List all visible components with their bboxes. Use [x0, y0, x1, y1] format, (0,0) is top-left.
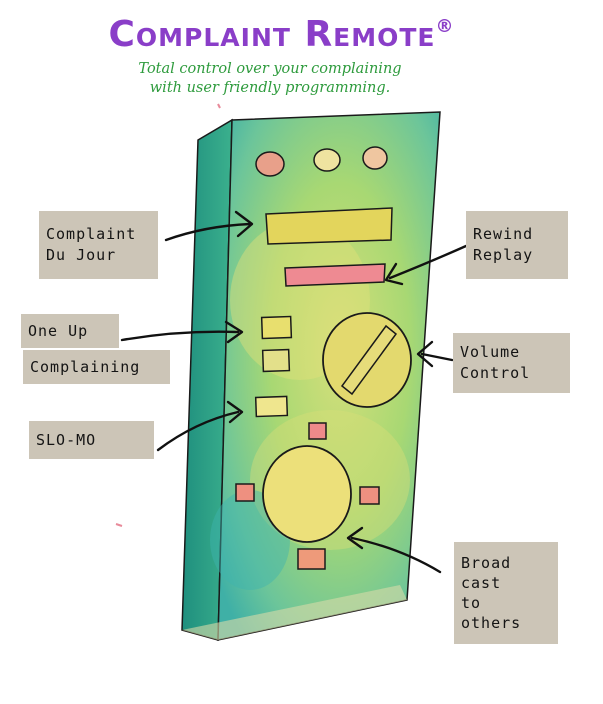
- remote-bottom-edge: [182, 585, 407, 640]
- arrow-volume-control-head: [416, 340, 434, 368]
- arrow-one-up: [120, 330, 240, 342]
- label-rewind-replay-line2: Replay: [473, 246, 534, 264]
- tagline-line-1: Total control over your complaining: [138, 61, 402, 77]
- volume-dial-grip: [340, 324, 398, 396]
- label-one-up-line1: One Up: [28, 321, 89, 340]
- broadcast-button: [262, 445, 352, 543]
- label-broadcast-line3: to: [461, 594, 482, 612]
- tagline: Total control over your complaining with…: [100, 60, 440, 98]
- arrow-rewind-replay: [388, 244, 468, 280]
- rewind-replay-button: [284, 263, 386, 287]
- slo-mo-button: [254, 395, 289, 418]
- label-broadcast-line2: cast: [461, 574, 502, 592]
- arrow-complaint-du-jour-head: [234, 210, 254, 238]
- arrow-rewind-replay-head: [384, 262, 404, 286]
- top-button-right: [362, 146, 388, 170]
- registered-mark: ®: [435, 16, 455, 37]
- label-volume-control-line2: Control: [460, 364, 531, 382]
- label-slo-mo: SLO-MO: [29, 421, 154, 459]
- arrow-one-up-head: [224, 320, 244, 344]
- label-volume-control-line1: Volume: [460, 343, 521, 361]
- arrow-broadcast-head: [346, 526, 364, 550]
- label-volume-control: Volume Control: [453, 333, 570, 393]
- complaining-button: [261, 348, 291, 373]
- broadcast-bottom-key: [297, 548, 326, 570]
- arrow-broadcast: [350, 536, 442, 574]
- stray-mark: [115, 523, 123, 527]
- label-complaint-du-jour: Complaint Du Jour: [39, 211, 158, 279]
- label-complaint-du-jour-line1: Complaint: [46, 225, 137, 243]
- label-broadcast: Broad cast to others: [454, 542, 558, 644]
- arrows: [120, 210, 468, 574]
- one-up-button: [260, 315, 293, 340]
- arrow-slo-mo: [156, 410, 240, 452]
- label-complaining: Complaining: [23, 350, 170, 384]
- label-one-up: One Up: [21, 314, 119, 348]
- stray-mark: [217, 103, 221, 109]
- broadcast-right-key: [359, 486, 380, 505]
- label-rewind-replay-line1: Rewind: [473, 225, 534, 243]
- top-button-left: [255, 151, 285, 177]
- tagline-line-2: with user friendly programming.: [149, 80, 391, 96]
- label-slo-mo-line1: SLO-MO: [36, 430, 97, 449]
- label-broadcast-line4: others: [461, 614, 522, 632]
- label-broadcast-line1: Broad: [461, 554, 512, 572]
- broadcast-top-key: [308, 422, 327, 440]
- arrow-slo-mo-head: [226, 400, 244, 424]
- label-rewind-replay: Rewind Replay: [466, 211, 568, 279]
- label-complaint-du-jour-line2: Du Jour: [46, 246, 117, 264]
- label-complaining-line1: Complaining: [30, 357, 141, 376]
- broadcast-left-key: [235, 483, 255, 502]
- title-text: Complaint Remote: [108, 14, 436, 55]
- page-title: Complaint Remote®: [0, 14, 583, 55]
- arrow-volume-control: [420, 352, 454, 362]
- complaint-du-jour-display: [265, 207, 393, 245]
- arrow-complaint-du-jour: [164, 222, 252, 242]
- top-button-middle: [313, 148, 341, 172]
